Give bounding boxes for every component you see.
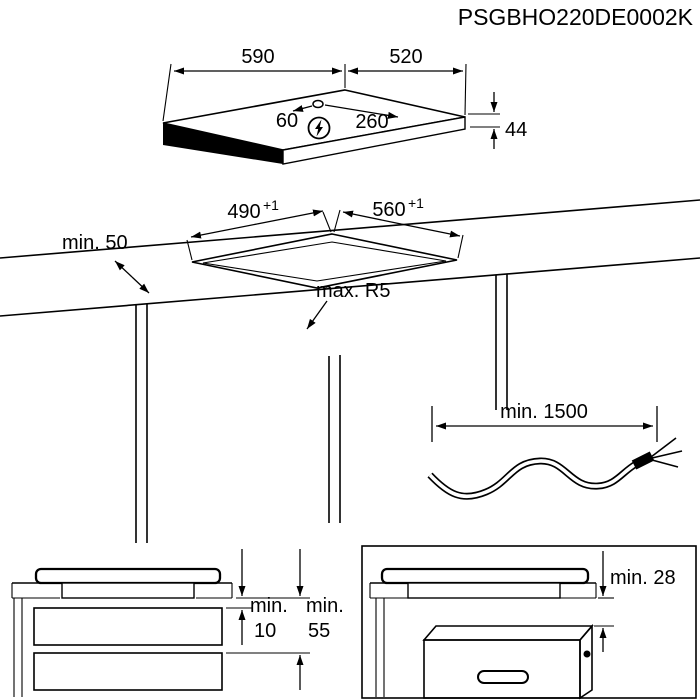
drawer-gap-min-label: min. — [250, 595, 288, 617]
countertop-cutout-view: 490 +1 560 +1 min. 50 max. R5 — [0, 195, 700, 543]
radius-leader-line — [306, 300, 328, 330]
cutout-radius-label: max. R5 — [316, 280, 390, 302]
extension-line — [162, 63, 172, 122]
drawer-front — [33, 652, 223, 691]
coil-distance-label: 260 — [355, 111, 388, 133]
dim-560-line — [342, 210, 402, 225]
cable-connector — [631, 451, 655, 470]
extension-line — [322, 211, 332, 233]
cable-wire-end — [651, 459, 679, 468]
worktop-front-edge — [0, 257, 700, 317]
dim-490-line — [256, 209, 324, 225]
worktop-drawer-side-view: min. 10 min. 55 — [11, 549, 344, 697]
cable-wire-end — [650, 437, 677, 458]
coil-offset-label: 60 — [276, 110, 298, 132]
hob-front-right-face — [282, 116, 466, 165]
coil-center-marker — [312, 99, 324, 109]
hob-box — [61, 582, 195, 599]
cutout-inner-edge — [202, 241, 447, 282]
dim-50-line — [114, 260, 133, 278]
hob-profile — [34, 567, 222, 585]
product-code-label: PSGBHO220DE0002K — [458, 4, 694, 30]
cutout-clearance-label: min. 50 — [62, 232, 128, 254]
dim-60-line — [292, 105, 313, 112]
cutout-width-label: 560 — [372, 199, 405, 221]
extension-line — [186, 239, 193, 261]
dim-50-line — [131, 276, 150, 294]
cutout-width-tolerance-label: +1 — [408, 195, 424, 211]
hob-profile — [380, 567, 590, 585]
hob-width-label: 590 — [241, 46, 274, 68]
dim-560-line — [400, 223, 461, 238]
worktop-back-edge — [0, 199, 700, 259]
shelf-gap-value-label: 55 — [308, 620, 330, 642]
extension-line — [333, 209, 341, 233]
hob-depth-label: 520 — [389, 46, 422, 68]
dim-490-line — [190, 223, 258, 239]
oven-side-face — [579, 623, 593, 700]
cable-length-label: min. 1500 — [500, 401, 588, 423]
worktop-oven-side-view: min. 28 — [361, 545, 697, 700]
oven-gap-label: min. 28 — [610, 567, 676, 589]
extension-line — [457, 234, 464, 259]
oven-knob — [583, 650, 591, 658]
dim-260-line — [324, 104, 399, 119]
oven-handle-slot — [477, 670, 529, 684]
hob-height-label: 44 — [505, 119, 527, 141]
induction-power-icon — [307, 116, 331, 140]
cutout-depth-label: 490 — [227, 201, 260, 223]
cable-length-view: min. 1500 — [427, 401, 683, 500]
cutout-outer-edge — [191, 233, 458, 289]
extension-line — [464, 63, 467, 116]
power-cable — [427, 457, 638, 500]
drawer-front — [33, 607, 223, 646]
shelf-gap-min-label: min. — [306, 595, 344, 617]
power-cable-core — [428, 459, 637, 499]
hob-front-left-face — [163, 123, 283, 164]
hob-perspective-view: 590 520 44 60 260 — [162, 46, 527, 165]
cutout-depth-tolerance-label: +1 — [263, 197, 279, 213]
hob-box — [407, 582, 561, 599]
oven-top-face — [422, 625, 594, 641]
cable-wire-end — [651, 450, 683, 459]
drawer-gap-value-label: 10 — [254, 620, 276, 642]
oven-front-face — [423, 639, 581, 699]
